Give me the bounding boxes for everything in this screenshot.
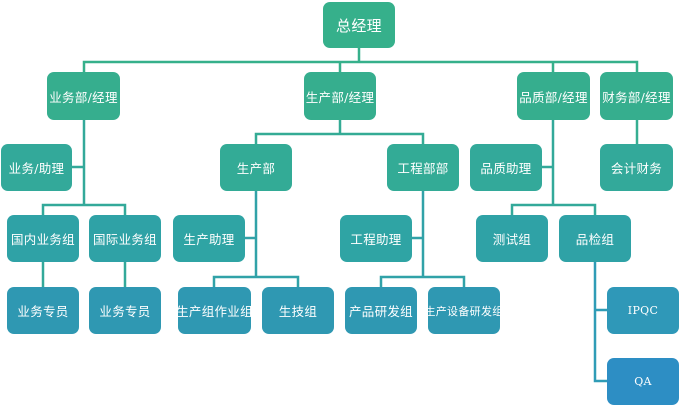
node-equipment-rd[interactable]: 生产设备研发组	[424, 287, 503, 334]
node-domestic-sales[interactable]: 国内业务组	[7, 215, 79, 262]
node-label: 业务专员	[17, 304, 69, 319]
node-label: 财务部/经理	[602, 89, 671, 105]
node-production-dept[interactable]: 生产部	[220, 144, 292, 191]
node-domestic-specialist[interactable]: 业务专员	[7, 287, 79, 334]
node-label: 生产设备研发组	[424, 304, 504, 318]
node-quality-manager[interactable]: 品质部/经理	[517, 72, 590, 120]
node-label: 生技组	[278, 304, 318, 319]
node-label: 工程部部	[397, 161, 449, 176]
node-accounting[interactable]: 会计财务	[600, 144, 673, 191]
connector-sales	[41, 120, 127, 287]
node-production-team[interactable]: 生产组作业组	[176, 287, 253, 334]
node-label: 生产组作业组	[176, 304, 253, 319]
node-ipqc[interactable]: IPQC	[607, 287, 679, 334]
node-production-manager[interactable]: 生产部/经理	[304, 72, 376, 120]
node-production-assistant[interactable]: 生产助理	[173, 215, 245, 262]
connector-production-dept	[212, 191, 300, 287]
node-label: 会计财务	[610, 161, 663, 176]
connector-ceo	[82, 48, 639, 72]
node-product-rd[interactable]: 产品研发组	[345, 287, 417, 334]
node-label: 生产部	[236, 161, 276, 176]
node-label: 工程助理	[350, 232, 402, 247]
node-label: 品质部/经理	[519, 89, 588, 105]
node-label: 生产助理	[183, 232, 235, 247]
connector-inspection	[593, 262, 607, 383]
node-engineering-dept[interactable]: 工程部部	[387, 144, 459, 191]
node-sales-manager[interactable]: 业务部/经理	[47, 72, 120, 120]
node-label: 总经理	[336, 16, 382, 35]
node-engineering-assistant[interactable]: 工程助理	[340, 215, 412, 262]
node-prod-tech[interactable]: 生技组	[262, 287, 334, 334]
node-label: 国内业务组	[10, 232, 75, 247]
node-inspection-group[interactable]: 品检组	[559, 215, 631, 262]
connector-engineering-dept	[379, 191, 466, 287]
node-finance-manager[interactable]: 财务部/经理	[600, 72, 673, 120]
node-label: 产品研发组	[348, 304, 413, 319]
node-label: 测试组	[492, 232, 532, 247]
node-label: 品质助理	[480, 161, 532, 176]
node-label: 业务专员	[99, 304, 151, 319]
node-quality-assistant[interactable]: 品质助理	[470, 144, 542, 191]
node-intl-sales[interactable]: 国际业务组	[89, 215, 161, 262]
node-label: 生产部/经理	[305, 89, 375, 105]
node-sales-assistant[interactable]: 业务/助理	[1, 144, 72, 191]
connector-quality	[510, 120, 597, 215]
node-ceo[interactable]: 总经理	[323, 2, 395, 48]
node-label: IPQC	[627, 304, 659, 317]
node-test-group[interactable]: 测试组	[476, 215, 548, 262]
connector-production	[254, 120, 425, 144]
node-label: 品检组	[575, 232, 615, 247]
node-label: 业务/助理	[8, 161, 65, 176]
node-label: 业务部/经理	[49, 89, 118, 105]
node-label: QA	[634, 375, 652, 388]
node-qa[interactable]: QA	[607, 358, 679, 405]
node-intl-specialist[interactable]: 业务专员	[89, 287, 161, 334]
node-label: 国际业务组	[92, 232, 157, 247]
